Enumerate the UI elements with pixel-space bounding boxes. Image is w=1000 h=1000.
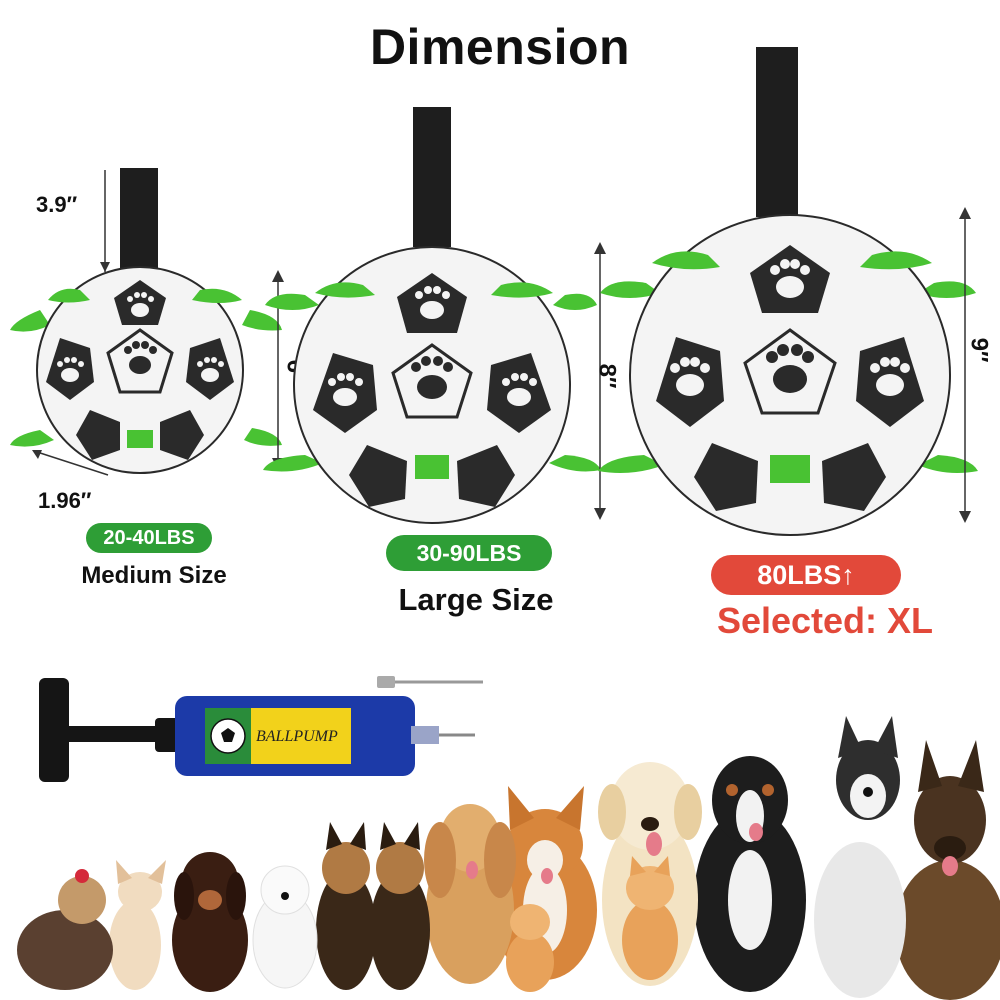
diameter-label-large: 8″ <box>593 363 621 389</box>
width-line <box>32 450 109 476</box>
dog-yorkie <box>17 869 113 990</box>
strap <box>413 107 451 247</box>
pump-handle <box>39 678 69 782</box>
ball-medium-image <box>10 168 282 474</box>
diameter-label-xl: 9″ <box>965 337 993 363</box>
size-name-xl: Selected: XL <box>716 600 934 641</box>
dog-bernese <box>694 756 806 992</box>
strap <box>756 47 798 217</box>
dog-husky <box>814 716 906 998</box>
weight-badge-xl: 80LBS↑ <box>711 555 901 595</box>
ball-xl-image <box>598 47 978 536</box>
ribbon <box>600 281 660 298</box>
paw-icon <box>766 344 814 393</box>
ribbon <box>553 293 597 310</box>
strap-height-line <box>100 170 110 272</box>
paw-icon <box>411 356 453 399</box>
width-label: 1.96″ <box>38 488 92 513</box>
dog-white-puppy <box>252 865 318 989</box>
cat-kitten <box>622 856 678 980</box>
dog-spaniel <box>424 804 516 984</box>
size-name-large: Large Size <box>398 582 554 617</box>
size-name-medium: Medium Size <box>81 562 227 589</box>
paw-icon <box>124 341 157 374</box>
ribbon <box>244 428 282 446</box>
ribbon <box>10 430 54 447</box>
weight-badge-medium: 20-40LBS <box>86 523 212 553</box>
page-title: Dimension <box>369 19 631 75</box>
ball-pump-image <box>39 676 483 782</box>
ribbon <box>918 281 976 298</box>
ball-large-image <box>263 107 601 524</box>
dog-chihuahua <box>109 860 166 990</box>
dog-shepherd-puppy <box>316 822 430 990</box>
ribbon <box>10 310 50 332</box>
dogs-lineup-image <box>17 716 1000 1000</box>
ribbon <box>242 310 282 331</box>
ribbon <box>127 430 153 448</box>
ribbon <box>415 455 449 479</box>
strap <box>120 168 158 280</box>
ribbon <box>918 455 978 473</box>
dog-shepherd <box>895 740 1000 1000</box>
diameter-line-large <box>594 242 606 520</box>
ribbon <box>549 455 601 472</box>
weight-badge-large: 30-90LBS <box>386 535 552 571</box>
dog-dachshund <box>172 852 248 992</box>
ribbon <box>265 293 319 310</box>
strap-height-label: 3.9″ <box>36 192 78 217</box>
ribbon <box>263 455 323 472</box>
pump-label-text: BALLPUMP <box>256 728 338 745</box>
ribbon <box>598 455 664 473</box>
cat-kitten-small <box>506 904 554 992</box>
ribbon <box>770 455 810 483</box>
diameter-line-xl <box>959 207 971 523</box>
needle-icon <box>377 676 395 688</box>
